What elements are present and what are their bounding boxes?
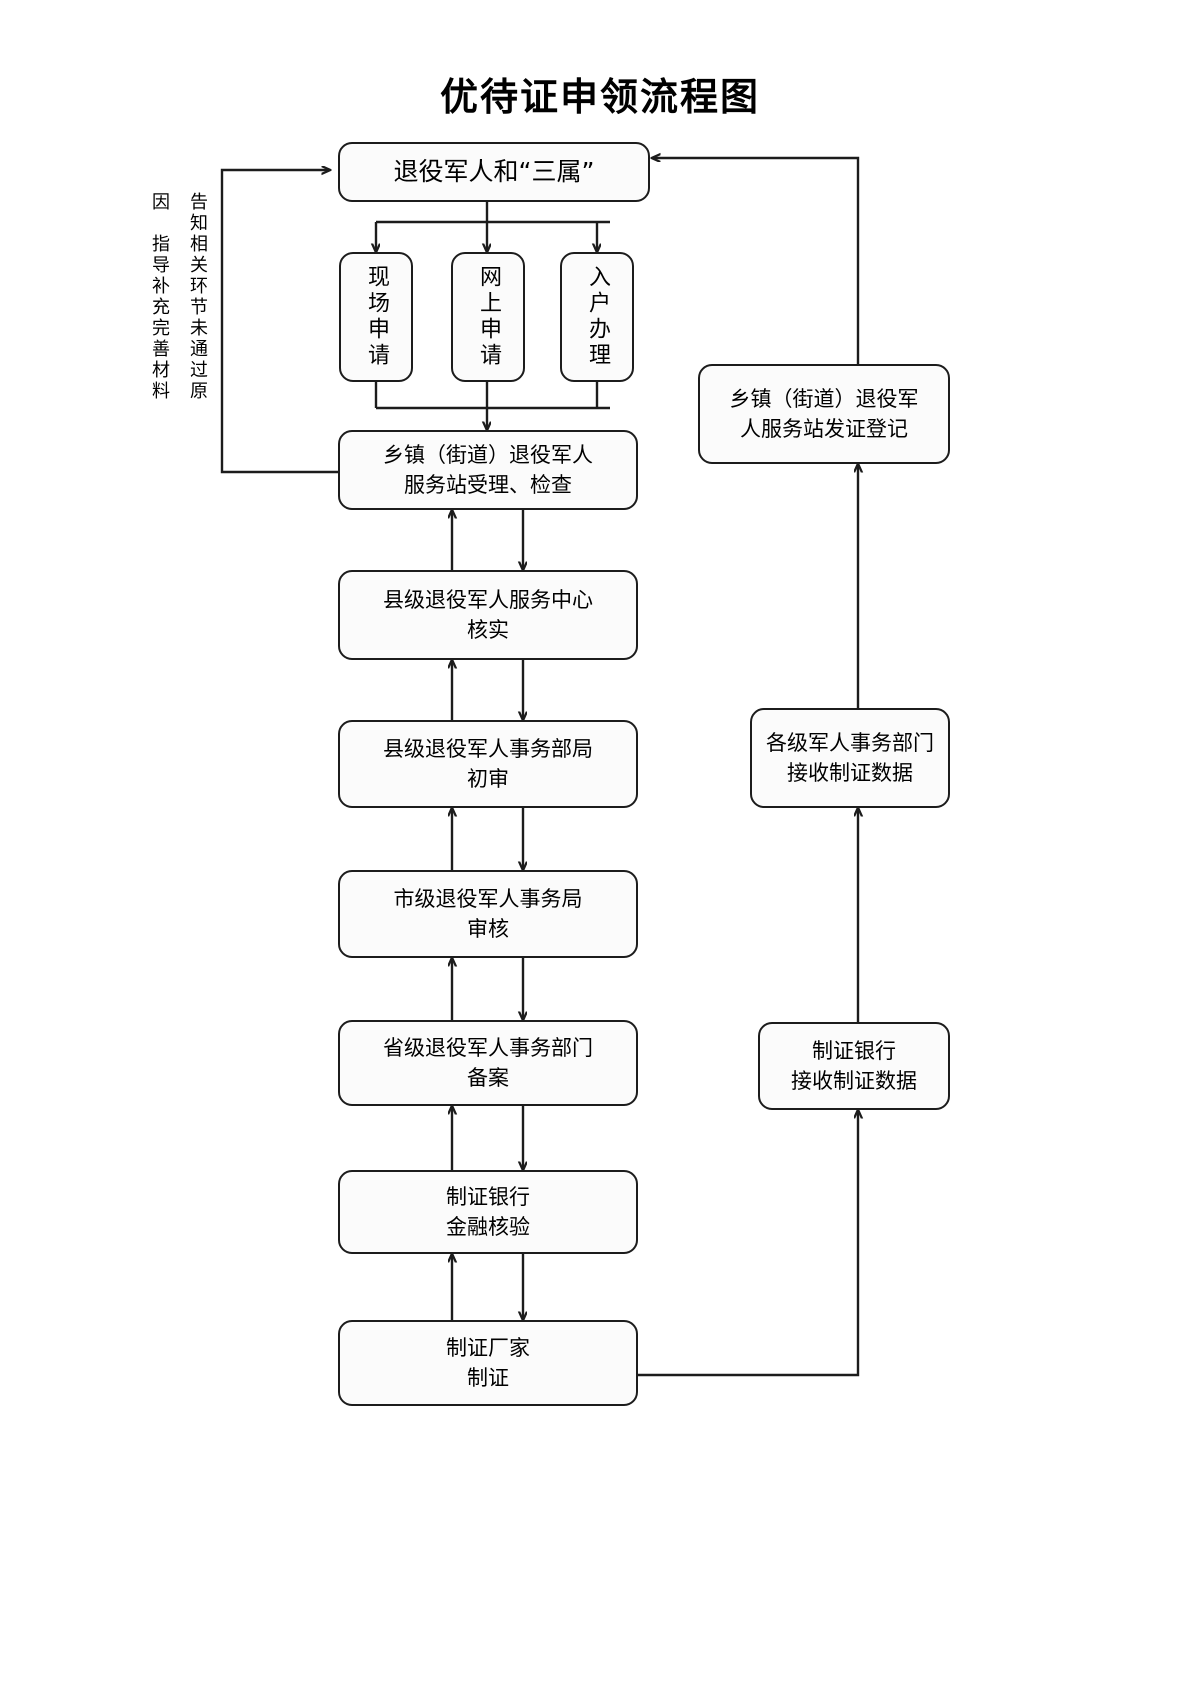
node-card-factory-production-label: 制证厂家 制证: [446, 1335, 530, 1390]
annotation-guidance-label: 因 指导补充完善材料: [149, 192, 170, 402]
node-province-affairs-dept-label: 省级退役军人事务部门 备案: [383, 1035, 593, 1090]
node-bank-receive-data[interactable]: 制证银行 接收制证数据: [758, 1022, 950, 1110]
node-applicant[interactable]: 退役军人和“三属”: [338, 142, 650, 202]
annotation-guidance: 因 指导补充完善材料: [149, 192, 170, 406]
node-city-affairs-bureau[interactable]: 市级退役军人事务局 审核: [338, 870, 638, 958]
node-county-affairs-bureau-label: 县级退役军人事务部局 初审: [383, 736, 593, 791]
annotation-reject-reason-label: 告知相关环节未通过原: [187, 192, 208, 402]
node-onsite-application-label: 现场申请: [364, 265, 389, 369]
node-bank-financial-verification-label: 制证银行 金融核验: [446, 1184, 530, 1239]
node-applicant-label: 退役军人和“三属”: [393, 156, 595, 186]
node-depts-receive-data-label: 各级军人事务部门 接收制证数据: [766, 730, 934, 785]
node-county-affairs-bureau[interactable]: 县级退役军人事务部局 初审: [338, 720, 638, 808]
node-depts-receive-data[interactable]: 各级军人事务部门 接收制证数据: [750, 708, 950, 808]
node-card-factory-production[interactable]: 制证厂家 制证: [338, 1320, 638, 1406]
node-onsite-application[interactable]: 现场申请: [339, 252, 413, 382]
node-city-affairs-bureau-label: 市级退役军人事务局 审核: [393, 886, 583, 941]
node-home-service[interactable]: 入户办理: [560, 252, 634, 382]
page-title: 优待证申领流程图: [439, 74, 760, 119]
node-township-station-intake-label: 乡镇（街道）退役军人 服务站受理、检查: [383, 442, 593, 497]
node-online-application-label: 网上申请: [476, 265, 501, 369]
node-county-service-center[interactable]: 县级退役军人服务中心 核实: [338, 570, 638, 660]
node-bank-receive-data-label: 制证银行 接收制证数据: [791, 1038, 917, 1093]
node-township-issue-register[interactable]: 乡镇（街道）退役军 人服务站发证登记: [698, 364, 950, 464]
node-township-issue-register-label: 乡镇（街道）退役军 人服务站发证登记: [729, 386, 919, 441]
node-county-service-center-label: 县级退役军人服务中心 核实: [383, 587, 593, 642]
node-online-application[interactable]: 网上申请: [451, 252, 525, 382]
node-province-affairs-dept[interactable]: 省级退役军人事务部门 备案: [338, 1020, 638, 1106]
annotation-reject-reason: 告知相关环节未通过原: [187, 192, 208, 406]
node-bank-financial-verification[interactable]: 制证银行 金融核验: [338, 1170, 638, 1254]
node-home-service-label: 入户办理: [585, 265, 610, 369]
node-township-station-intake[interactable]: 乡镇（街道）退役军人 服务站受理、检查: [338, 430, 638, 510]
